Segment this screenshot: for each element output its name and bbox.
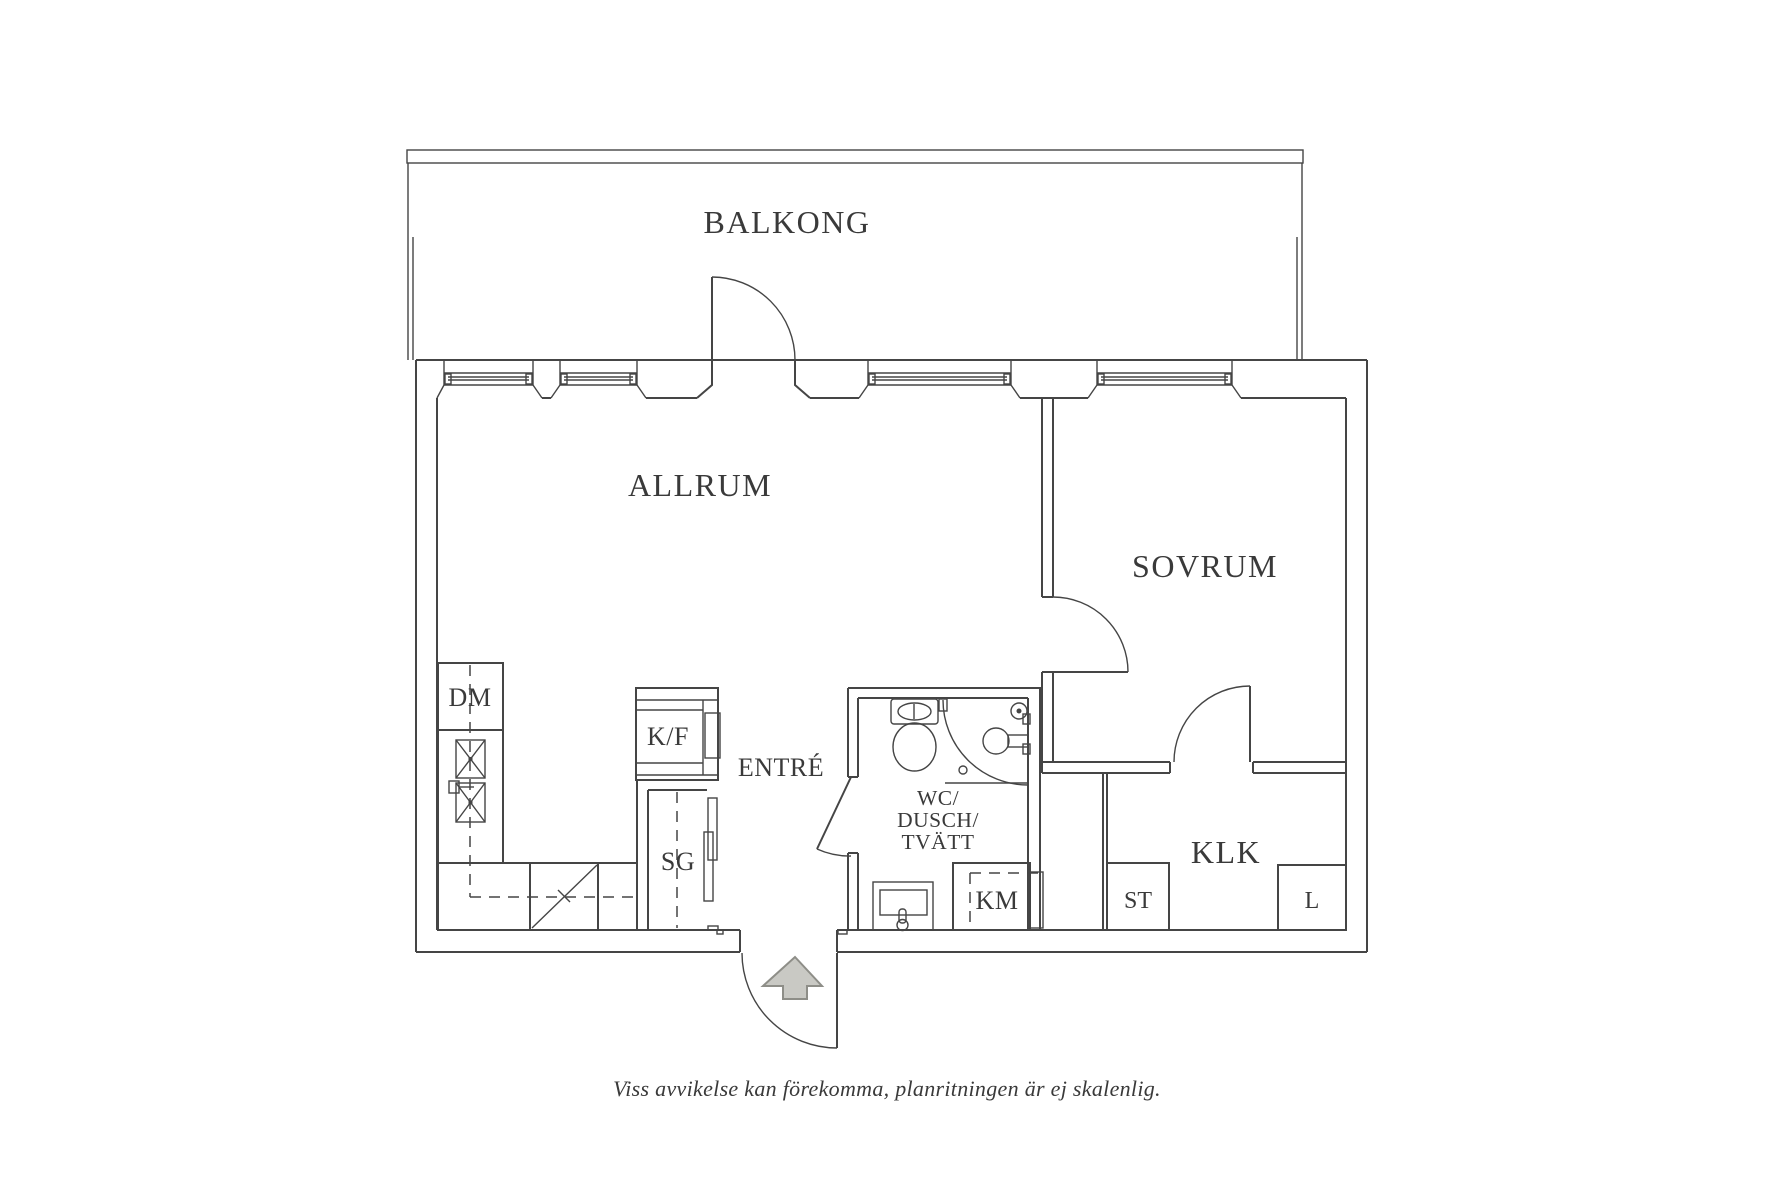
bedroom-wall (1041, 398, 1054, 773)
sliding-wardrobe (636, 779, 719, 931)
balcony-door-swing-arc (711, 276, 796, 361)
washing-machine (952, 862, 1044, 931)
wc-label-line1: WC/ (917, 786, 959, 810)
sliding-door-panel (703, 831, 714, 902)
balcony-door-jambs (696, 360, 811, 399)
shower-enclosure-arc (942, 699, 1029, 786)
klk-label: KLK (1191, 834, 1261, 870)
window (858, 360, 1021, 399)
kitchen-sink-icon (448, 739, 486, 823)
entrance-door-swing-arc (741, 952, 838, 1049)
klk-door-swing-arc (1173, 685, 1251, 763)
window (550, 360, 647, 399)
wc-door-swing-arc (816, 848, 852, 857)
shower-icon (938, 698, 1031, 786)
entrance-jambs (739, 930, 838, 952)
balcony-railing-top (406, 149, 1304, 164)
dm-label: DM (449, 683, 492, 712)
entrance-notch-left (716, 929, 724, 935)
laundry-sink-icon (872, 881, 934, 932)
storage-boxes (1106, 862, 1347, 931)
bathroom-walls (847, 687, 1042, 930)
bathroom-door (816, 776, 852, 857)
kf-label: K/F (647, 722, 689, 751)
entrance-door (741, 952, 838, 1049)
window (1087, 360, 1242, 399)
klk-wall-left-run (1042, 761, 1171, 774)
divider-wall-upper (1041, 398, 1054, 598)
st-box (1106, 862, 1170, 931)
klk-walls (1042, 761, 1346, 930)
allrum-label: ALLRUM (628, 467, 772, 503)
balcony-door (696, 276, 811, 399)
wc-door-leaf (816, 776, 852, 850)
balkong-label: BALKONG (704, 204, 871, 240)
fridge-freezer (635, 687, 721, 781)
klk-wall-right-run (1252, 761, 1346, 774)
km-label: KM (976, 886, 1019, 915)
l-label: L (1305, 888, 1320, 914)
upper-cabinet-dashed-line (469, 665, 678, 928)
wc-wall-left-upper (847, 688, 859, 778)
wc-wall-top (848, 687, 1042, 699)
wc-label-line2: DUSCH/ (897, 808, 979, 832)
entre-label: ENTRÉ (738, 753, 824, 782)
labels: BALKONG ALLRUM SOVRUM KLK ENTRÉ WC/ DUSC… (449, 204, 1320, 1101)
divider-wall-lower (1041, 671, 1054, 773)
sovrum-label: SOVRUM (1132, 548, 1278, 584)
wc-wall-left-lower (847, 852, 859, 930)
sg-label: SG (661, 847, 695, 876)
window (436, 360, 543, 399)
klk-door (1173, 685, 1251, 763)
entrance-notch-right (837, 929, 848, 935)
wc-label-line3: TVÄTT (902, 830, 975, 854)
bedroom-door-swing-arc (1052, 596, 1129, 673)
bedroom-door (1052, 596, 1129, 673)
toilet-icon (890, 698, 939, 772)
entrance-arrow-icon (760, 955, 825, 1000)
balcony (406, 149, 1304, 360)
st-label: ST (1124, 888, 1152, 914)
disclaimer-text: Viss avvikelse kan förekomma, planritnin… (613, 1076, 1161, 1101)
l-box (1277, 864, 1347, 931)
